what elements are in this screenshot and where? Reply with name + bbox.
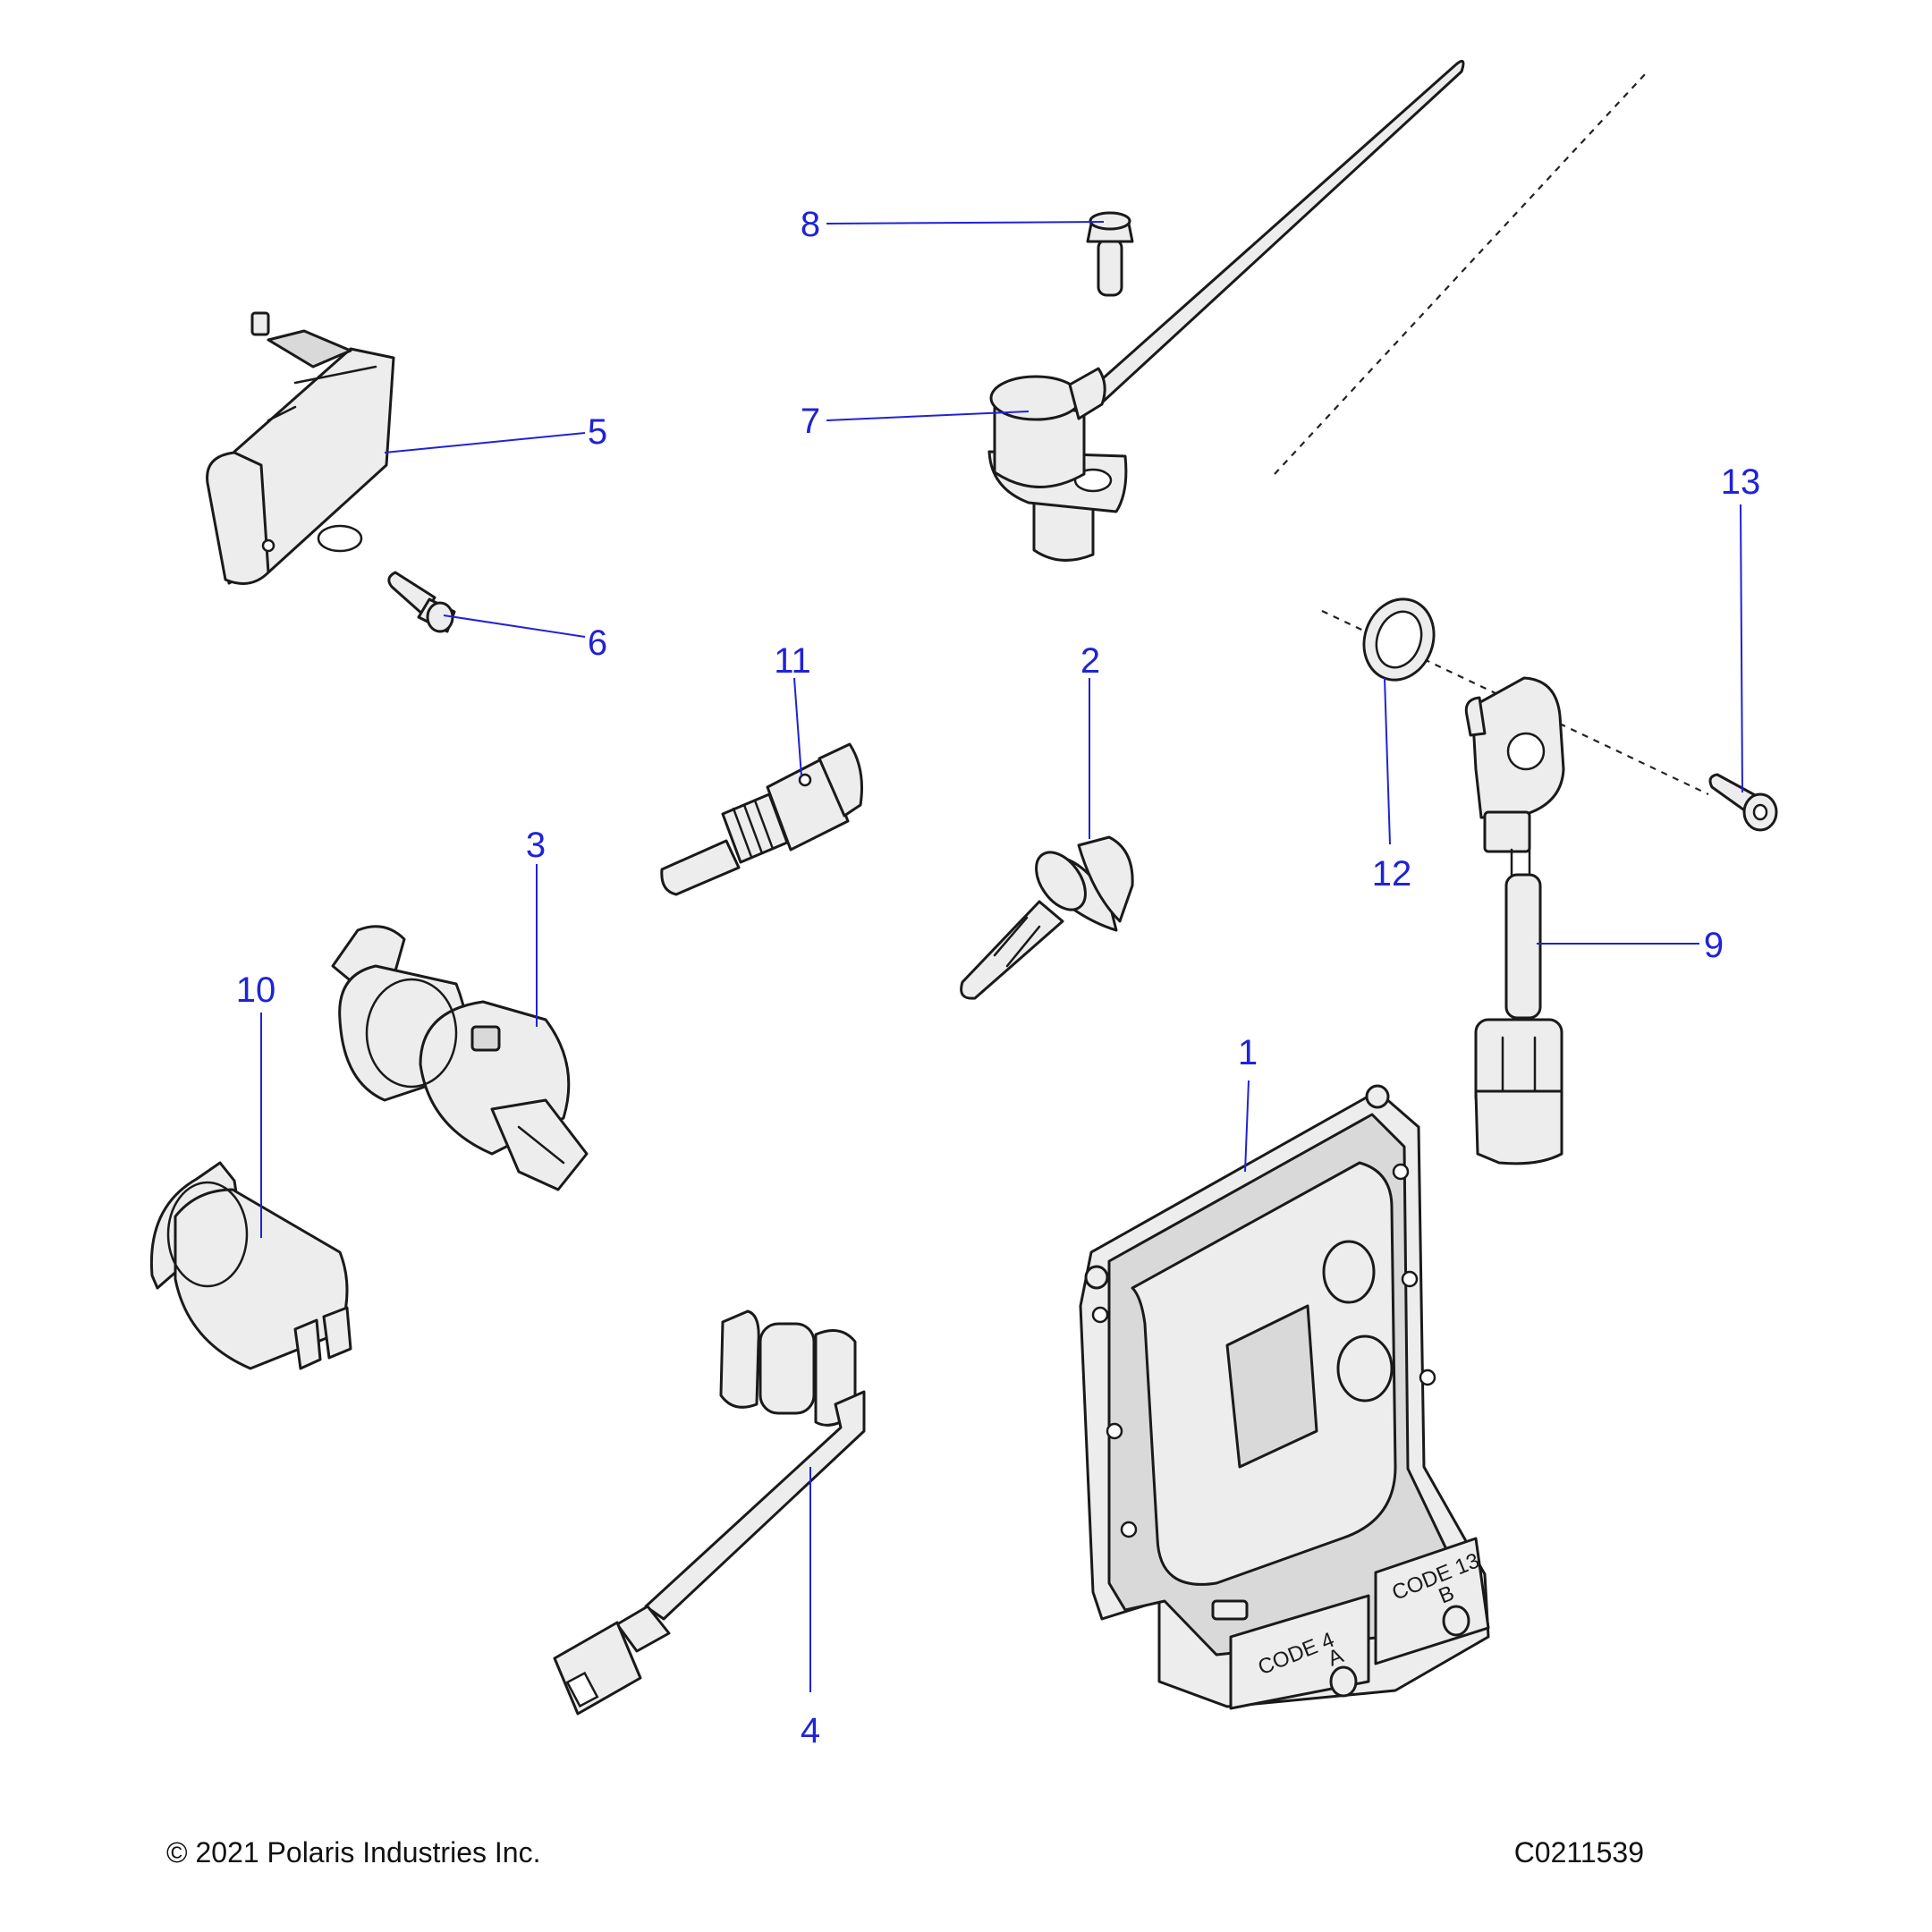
part-2-air-temp-sensor (960, 835, 1134, 1000)
part-4-speed-sensor (553, 1309, 866, 1716)
callout-6: 6 (588, 623, 607, 663)
callout-9: 9 (1704, 926, 1724, 965)
leader-5 (384, 432, 586, 453)
part-13-bolt (1708, 773, 1778, 832)
callout-2: 2 (1080, 641, 1100, 681)
callout-7: 7 (801, 402, 820, 441)
leader-11 (793, 677, 802, 777)
leader-12 (1384, 677, 1391, 845)
part-12-o-ring (1362, 597, 1436, 682)
part-6-screw (387, 571, 456, 633)
part-7-crank-sensor (987, 59, 1465, 562)
part-5-map-sensor (206, 311, 395, 585)
leader-6 (443, 614, 586, 638)
part-9-tps-sensor (1464, 676, 1565, 1165)
callout-11: 11 (774, 641, 811, 681)
callout-10: 10 (236, 970, 276, 1010)
callout-13: 13 (1721, 462, 1761, 502)
part-1-ecu: CODE 4 A CODE 13 B (1079, 1084, 1490, 1710)
callout-1: 1 (1238, 1033, 1258, 1072)
copyright-notice: © 2021 Polaris Industries Inc. (166, 1836, 540, 1868)
callout-5: 5 (588, 412, 607, 452)
callout-labels: 1 2 3 4 5 6 7 8 9 10 11 12 13 (236, 205, 1761, 1750)
callout-12: 12 (1372, 854, 1412, 894)
leader-1 (1244, 1080, 1250, 1173)
callout-4: 4 (801, 1711, 820, 1750)
part-10-relay (149, 1161, 352, 1370)
leader-8 (826, 221, 1105, 225)
part-8-bolt (1086, 211, 1134, 297)
callout-3: 3 (526, 826, 546, 865)
part-11-temp-sensor (660, 742, 863, 896)
assembly-axis-upper (1274, 72, 1647, 475)
drawing-id: C0211539 (1514, 1836, 1644, 1868)
leader-7 (826, 411, 1030, 421)
leader-13 (1740, 504, 1743, 793)
callout-8: 8 (801, 205, 820, 244)
leader-lines (260, 221, 1743, 1692)
part-3-ignition-switch (331, 925, 589, 1191)
